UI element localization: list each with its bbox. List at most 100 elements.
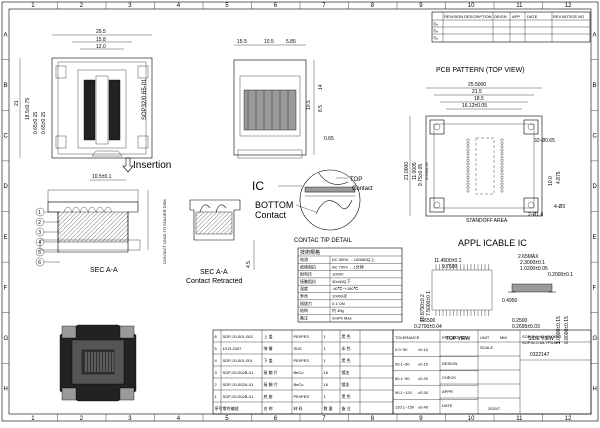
pcb-standoff: STANDOFF AREA bbox=[466, 218, 508, 224]
pcb-hole bbox=[466, 138, 470, 142]
section-aa-retracted: 4.5 SEC A-A Contact Retracted bbox=[186, 199, 255, 285]
rev-header-desc: REVISION DESCRIPTION bbox=[444, 14, 492, 19]
parts-header-cell: 数 量 bbox=[324, 405, 333, 411]
parts-header-cell: 备 注 bbox=[342, 405, 351, 411]
contact-tip-detail: IC TOP Contact BOTTOM Contact CONTAC TIP… bbox=[252, 169, 373, 244]
column-label: 2 bbox=[80, 3, 84, 9]
ic-dim-9-75: 9.7500 bbox=[442, 264, 458, 270]
rev-header-deign: DEIGN bbox=[494, 14, 507, 19]
column-label: 7 bbox=[322, 416, 326, 422]
pcb-hole bbox=[500, 142, 504, 145]
parts-cell: 接 触 片 bbox=[264, 369, 278, 375]
parts-cell: 黑 色 bbox=[342, 333, 351, 339]
pcb-dim-21-5: 21.5 bbox=[472, 89, 482, 95]
ic-top-view: TOP VIEW bbox=[446, 336, 471, 342]
spec-value: Sn/Pb Max bbox=[332, 315, 352, 320]
parts-cell: 3 bbox=[215, 370, 218, 375]
rev-header-date: DATE bbox=[527, 14, 538, 19]
row-label: E bbox=[4, 235, 8, 241]
column-label: 1 bbox=[31, 416, 35, 422]
parts-cell: 接 触 片 bbox=[264, 381, 278, 387]
row-label: F bbox=[593, 285, 597, 291]
sec-aa-note: CONTACT LEAD TO SOLDER DISK bbox=[162, 199, 167, 264]
row-label: H bbox=[593, 387, 597, 393]
down-arrow-icon bbox=[122, 157, 134, 173]
spec-label: 温度 bbox=[300, 285, 308, 291]
pcb-hole bbox=[500, 145, 504, 149]
parts-cell: 16 bbox=[324, 370, 329, 375]
title-block: TOLERANCE PROJECTION SCALE UNIT MM SOP32… bbox=[392, 329, 592, 415]
row-label: E bbox=[593, 235, 597, 241]
dim-18-5: 18.5±0.75 bbox=[25, 98, 31, 120]
pcb-hole bbox=[500, 169, 504, 172]
pcb-hole bbox=[466, 186, 470, 189]
spec-value: 30mΩ以下 bbox=[332, 279, 351, 284]
parts-cell: 上 盖 bbox=[264, 333, 273, 339]
parts-cell: SUS bbox=[294, 346, 303, 351]
row-label: A bbox=[4, 32, 8, 38]
pcb-title: PCB PATTERN (TOP VIEW) bbox=[436, 67, 525, 74]
pcb-hole bbox=[500, 172, 504, 176]
tb-drw-no: 0322147 bbox=[530, 352, 550, 358]
rev-header-notice: REV.NOTICE.NO bbox=[553, 14, 584, 19]
pcb-hole bbox=[500, 165, 504, 169]
pcb-hole bbox=[466, 145, 470, 149]
tolerance-range: 0.0~30 bbox=[395, 347, 408, 352]
column-label: 4 bbox=[177, 416, 181, 422]
ic-side-view: SIDE VIEW bbox=[528, 336, 554, 342]
callout-number: 4 bbox=[38, 240, 41, 246]
row-label: G bbox=[4, 336, 9, 342]
row-label: G bbox=[593, 336, 598, 342]
spec-value: 1000V bbox=[332, 272, 344, 277]
tb-unit: MM bbox=[500, 335, 507, 340]
title-block-field: DESIGN bbox=[442, 361, 457, 366]
spec-value: 约 30g bbox=[332, 307, 344, 313]
pcb-pattern: PCB PATTERN (TOP VIEW) 25.5000 21.5 18.5… bbox=[404, 67, 565, 224]
parts-cell: 16 bbox=[324, 382, 329, 387]
side-dim-0-65: 0.65 bbox=[324, 136, 334, 142]
tip-top-contact: Contact bbox=[352, 186, 373, 192]
pcb-hole bbox=[500, 179, 504, 183]
spec-label: 接触阻抗 bbox=[300, 278, 316, 284]
revision-table: REVISION DESCRIPTION DEIGN APP DATE REV.… bbox=[431, 11, 591, 43]
triangle-icon bbox=[433, 21, 439, 40]
pcb-dim-0-65: 0.65±0.05 bbox=[424, 161, 429, 180]
tb-tolerance: TOLERANCE bbox=[395, 335, 420, 340]
pcb-hole bbox=[500, 186, 504, 189]
parts-header-cell: 零件编號 bbox=[223, 405, 239, 411]
socket-side-view: 15.5 10.5 5.85 14 8.5 10.5 0.65 bbox=[233, 39, 334, 159]
spec-value: 0.1 ON bbox=[332, 301, 345, 306]
side-dim-5-85: 5.85 bbox=[286, 39, 296, 45]
column-label: 4 bbox=[177, 3, 181, 9]
ic-dim-11-45: 11.4500±0.1 bbox=[434, 258, 462, 264]
pcb-hole bbox=[466, 152, 470, 155]
column-label: 12 bbox=[565, 416, 572, 422]
tip-bottom-label: BOTTOM bbox=[255, 200, 293, 210]
pcb-hole bbox=[466, 176, 470, 179]
pcb-hole bbox=[466, 148, 470, 152]
parts-cell: SOP-20-001-002 bbox=[223, 334, 254, 339]
pcb-dim-9-75: 9.75±0.05 bbox=[418, 164, 424, 186]
ic-dim-1-02: 1.0200±0.05 bbox=[520, 266, 548, 272]
side-dim-14: 14 bbox=[318, 84, 324, 90]
column-label: 12 bbox=[565, 3, 572, 9]
pcb-hole bbox=[500, 155, 504, 159]
spec-title: 技術規格 bbox=[300, 249, 320, 256]
pcb-dim-25-5: 25.5000 bbox=[468, 82, 486, 88]
pcb-hole bbox=[500, 148, 504, 152]
tb-projection: PROJECTION bbox=[442, 335, 468, 340]
spec-label: 耐电压 bbox=[300, 271, 312, 277]
tip-top-label: TOP bbox=[350, 177, 362, 183]
parts-cell: 5 bbox=[215, 346, 218, 351]
side-dim-15-5: 15.5 bbox=[237, 39, 247, 45]
retracted-label-2: Contact Retracted bbox=[186, 278, 243, 285]
tb-title: SOP32-0.65 SOCKET bbox=[522, 334, 562, 339]
pcb-hole bbox=[466, 162, 470, 166]
pcb-hole bbox=[500, 182, 504, 186]
callout-number: 6 bbox=[38, 260, 41, 266]
parts-cell: 镀金 bbox=[342, 369, 350, 375]
tb-title2: SOP32-0.65-TPDJET bbox=[522, 340, 561, 345]
spec-label: 结构 bbox=[300, 307, 308, 313]
ic-dim-10-875: 10.8750±0.2 bbox=[420, 294, 426, 322]
